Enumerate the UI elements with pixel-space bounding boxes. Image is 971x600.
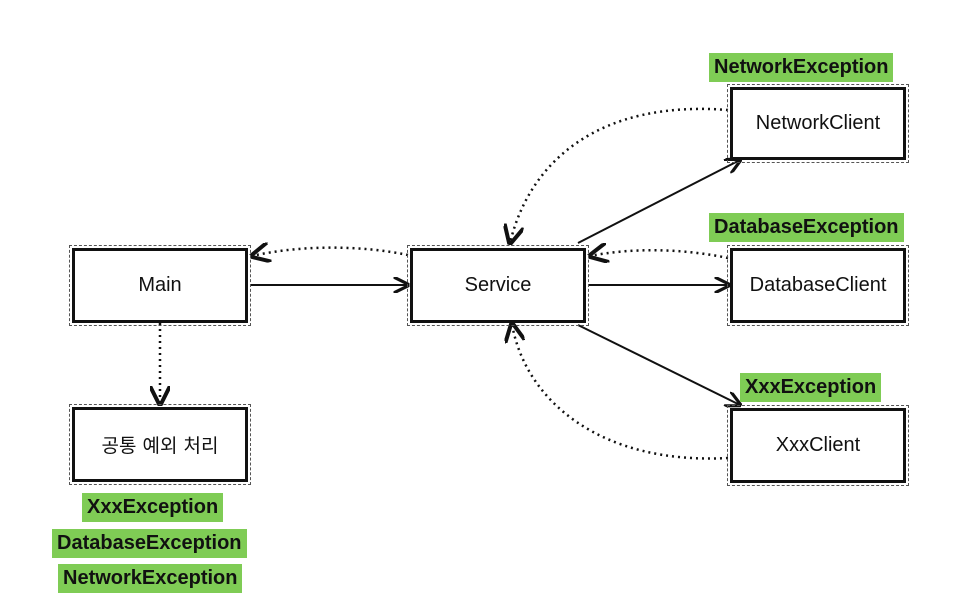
- exception-arrow-xxx-to-service: [512, 324, 729, 460]
- service-box: Service: [407, 245, 589, 326]
- database-exception-tag: DatabaseException: [709, 213, 904, 242]
- service-label: Service: [464, 274, 532, 296]
- xxx-client-label: XxxClient: [775, 434, 861, 456]
- common-database-exception-tag: DatabaseException: [52, 529, 247, 558]
- main-label: Main: [138, 274, 182, 296]
- common-network-exception-tag: NetworkException: [58, 564, 243, 593]
- network-client-label: NetworkClient: [755, 112, 881, 134]
- xxx-client-box: XxxClient: [727, 405, 909, 486]
- network-exception-tag: NetworkException: [709, 53, 894, 82]
- network-client-box: NetworkClient: [727, 84, 909, 163]
- exception-arrow-service-to-main: [252, 248, 409, 256]
- common-exception-handler-box: 공통 예외 처리: [69, 404, 251, 485]
- xxx-exception-tag: XxxException: [740, 373, 882, 402]
- database-client-label: DatabaseClient: [749, 274, 887, 296]
- arrow-service-to-xxx-client: [577, 324, 740, 405]
- database-client-box: DatabaseClient: [727, 245, 909, 326]
- exception-arrow-database-to-service: [590, 250, 729, 258]
- common-xxx-exception-tag: XxxException: [82, 493, 224, 522]
- common-exception-handler-label: 공통 예외 처리: [101, 435, 219, 457]
- arrow-service-to-network-client: [577, 160, 740, 244]
- main-box: Main: [69, 245, 251, 326]
